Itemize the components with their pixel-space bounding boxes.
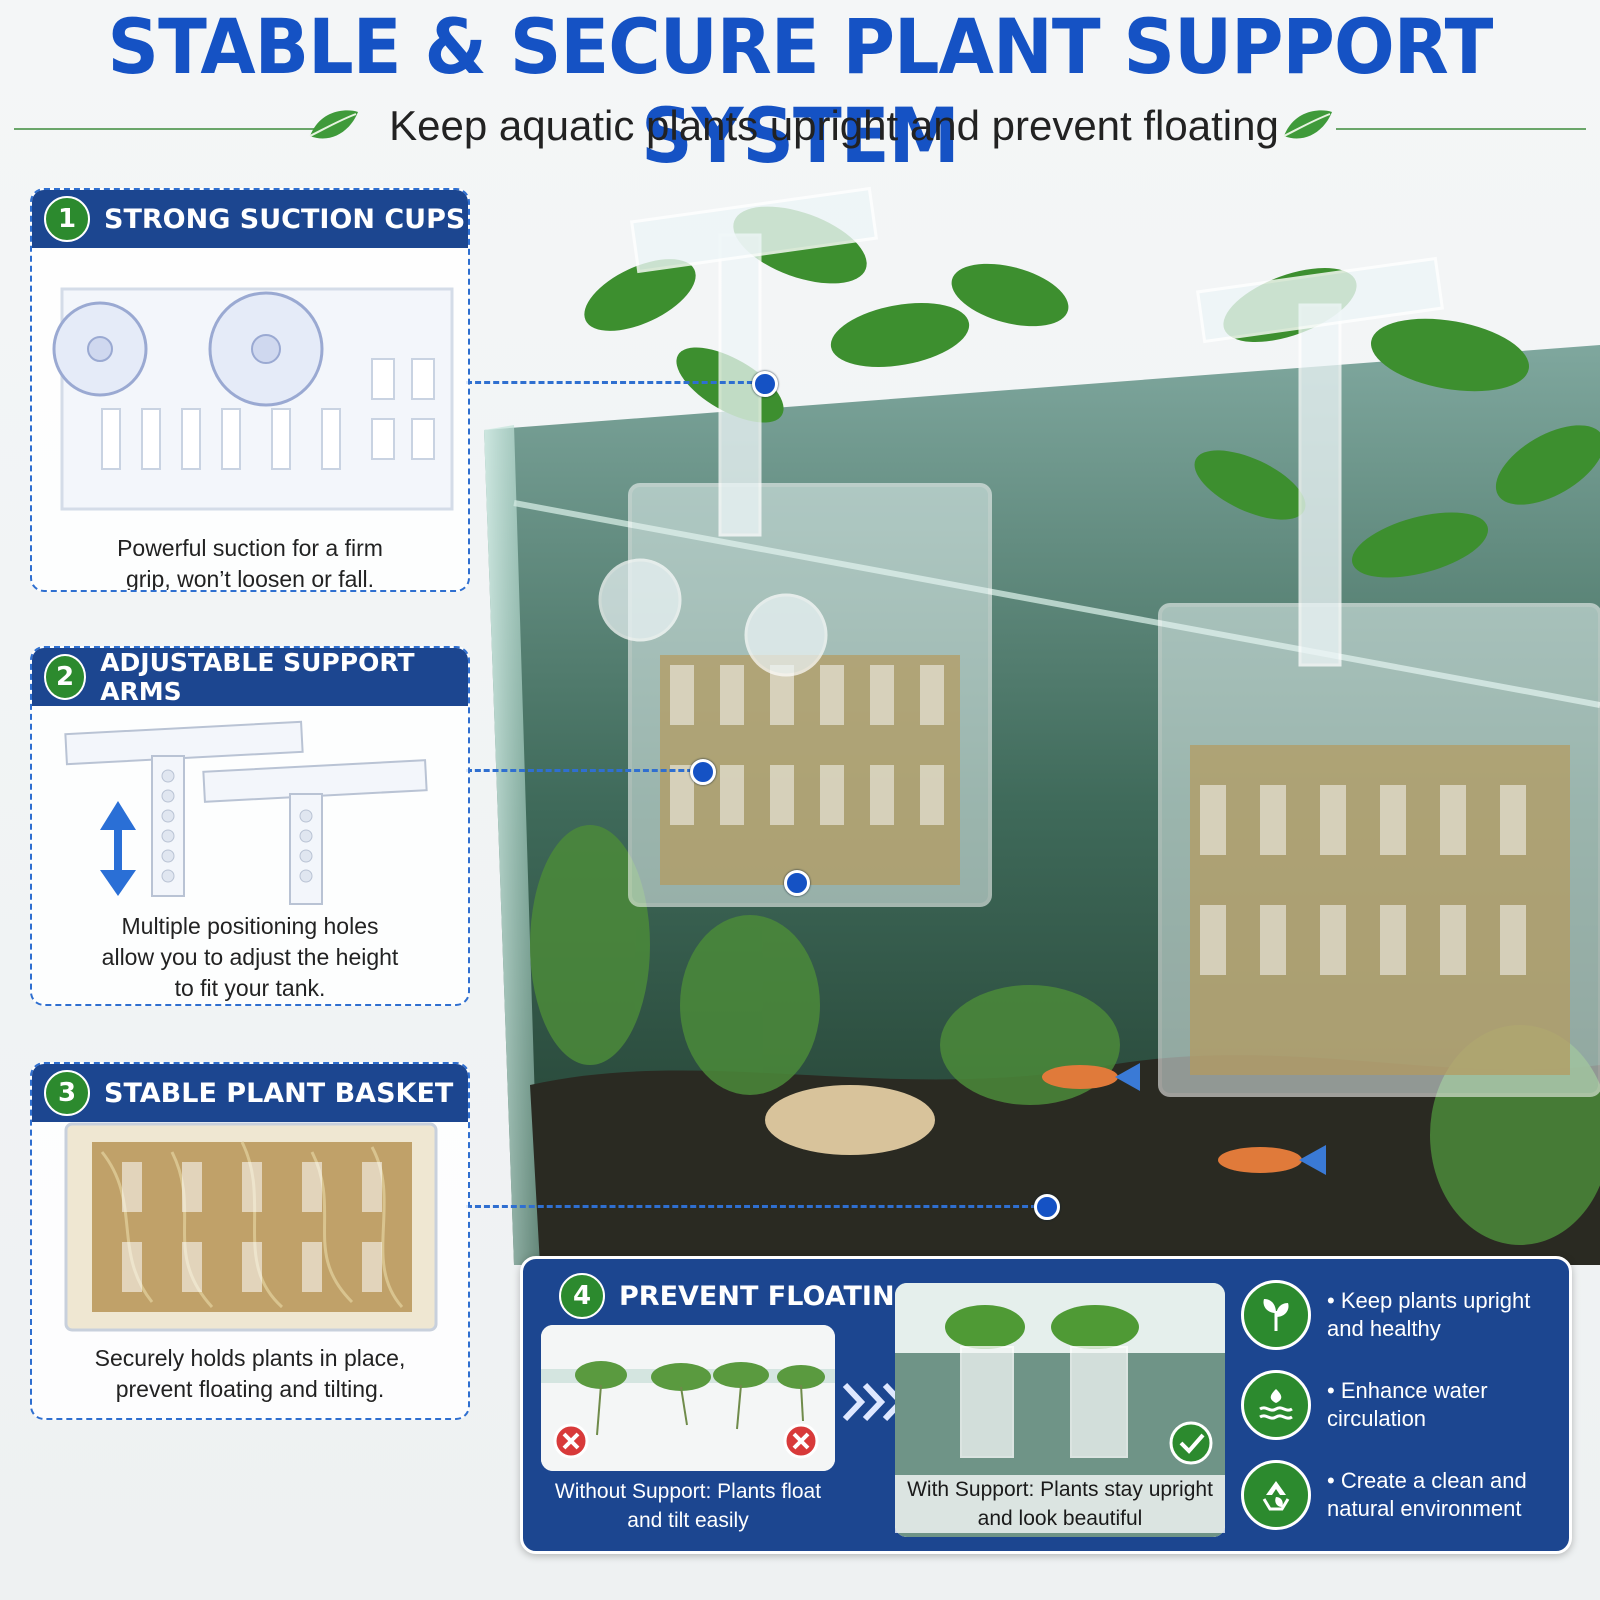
feature-title: STABLE PLANT BASKET xyxy=(104,1077,454,1109)
plant-basket-left xyxy=(598,186,992,907)
feature-description: Powerful suction for a firm grip, won’t … xyxy=(32,533,468,592)
callout-dot-1 xyxy=(752,371,778,397)
feature-card-support-arms: 2 ADJUSTABLE SUPPORT ARMS Multiple posit… xyxy=(30,646,470,1006)
feature-header: 1 STRONG SUCTION CUPS xyxy=(32,190,468,248)
feature-number-badge: 2 xyxy=(44,654,87,700)
feature-header: 2 ADJUSTABLE SUPPORT ARMS xyxy=(32,648,468,706)
green-check-icon xyxy=(1169,1421,1213,1465)
feature-description-line: Securely holds plants in place, xyxy=(94,1345,406,1371)
feature-description-line: allow you to adjust the height xyxy=(101,944,399,970)
up-down-arrow-icon xyxy=(100,801,136,896)
feature-description-line: Powerful suction for a firm xyxy=(117,535,383,561)
caption-line: and look beautiful xyxy=(977,1507,1143,1530)
water-waves-icon xyxy=(1241,1370,1311,1440)
caption-line: and tilt easily xyxy=(627,1509,749,1532)
fish-2 xyxy=(1218,1145,1326,1175)
without-support-caption: Without Support: Plants float and tilt e… xyxy=(541,1477,835,1535)
benefit-line: • Create a clean and xyxy=(1327,1468,1527,1493)
connector-line-1 xyxy=(466,381,762,384)
subtitle: Keep aquatic plants upright and prevent … xyxy=(389,102,1279,149)
feature-description-line: to fit your tank. xyxy=(174,975,326,1001)
feature-header: 3 STABLE PLANT BASKET xyxy=(32,1064,468,1122)
benefit-text: • Enhance water circulation xyxy=(1327,1377,1488,1433)
without-support-image xyxy=(541,1325,835,1471)
benefit-text: • Create a clean and natural environment xyxy=(1327,1467,1527,1523)
panel-header: 4 PREVENT FLOATING xyxy=(559,1273,917,1319)
suction-cups-image xyxy=(52,287,454,511)
feature-description-line: prevent floating and tilting. xyxy=(115,1376,385,1402)
feature-card-suction-cups: 1 STRONG SUCTION CUPS Powerful suction f… xyxy=(30,188,470,592)
connector-line-2 xyxy=(466,769,702,772)
benefit-item: • Keep plants upright and healthy xyxy=(1241,1277,1561,1353)
feature-description: Securely holds plants in place, prevent … xyxy=(32,1343,468,1405)
benefit-line: natural environment xyxy=(1327,1496,1522,1521)
benefit-line: • Keep plants upright xyxy=(1327,1288,1531,1313)
recycle-leaf-icon xyxy=(1241,1460,1311,1530)
panel-title: PREVENT FLOATING xyxy=(619,1280,917,1312)
red-x-icon xyxy=(783,1423,819,1459)
divider-left xyxy=(14,128,314,130)
caption-line: Without Support: Plants float xyxy=(554,1480,822,1503)
support-arms-image xyxy=(64,720,428,905)
plant-basket-image xyxy=(64,1122,438,1332)
benefit-text: • Keep plants upright and healthy xyxy=(1327,1287,1530,1343)
feature-title: STRONG SUCTION CUPS xyxy=(104,203,466,235)
feature-number-badge: 1 xyxy=(44,196,90,242)
prevent-floating-panel: 4 PREVENT FLOATING Without Suppor xyxy=(520,1256,1572,1554)
benefit-line: • Enhance water xyxy=(1327,1378,1488,1403)
benefit-line: and healthy xyxy=(1327,1316,1441,1341)
leaf-icon-left xyxy=(309,110,358,139)
callout-dot-3 xyxy=(1034,1194,1060,1220)
feature-title: ADJUSTABLE SUPPORT ARMS xyxy=(100,648,415,706)
feature-description-line: Multiple positioning holes xyxy=(121,913,379,939)
callout-dot-2b xyxy=(784,870,810,896)
caption-line: With Support: Plants stay upright xyxy=(907,1478,1213,1501)
benefit-line: circulation xyxy=(1327,1406,1427,1431)
sprout-icon xyxy=(1241,1280,1311,1350)
with-support-caption: With Support: Plants stay upright and lo… xyxy=(895,1475,1225,1533)
fish-1 xyxy=(1042,1063,1140,1091)
benefit-item: • Create a clean and natural environment xyxy=(1241,1457,1561,1533)
aquarium-scene-image xyxy=(484,186,1600,1265)
feature-description-line: grip, won’t loosen or fall. xyxy=(125,566,374,592)
divider-right xyxy=(1336,128,1586,130)
leaf-icon-right xyxy=(1283,110,1332,139)
feature-number-badge: 3 xyxy=(44,1070,90,1116)
feature-card-plant-basket: 3 STABLE PLANT BASKET Securely holds pla… xyxy=(30,1062,470,1420)
feature-description: Multiple positioning holes allow you to … xyxy=(32,911,468,1004)
connector-line-3 xyxy=(466,1205,1046,1208)
callout-dot-2 xyxy=(690,759,716,785)
page-title: STABLE & SECURE PLANT SUPPORT SYSTEM xyxy=(107,2,1494,180)
subtitle-row: Keep aquatic plants upright and prevent … xyxy=(14,98,1586,158)
benefit-item: • Enhance water circulation xyxy=(1241,1367,1561,1443)
plant-basket-right xyxy=(1158,256,1600,1097)
feature-number-badge: 4 xyxy=(559,1273,605,1319)
red-x-icon xyxy=(553,1423,589,1459)
